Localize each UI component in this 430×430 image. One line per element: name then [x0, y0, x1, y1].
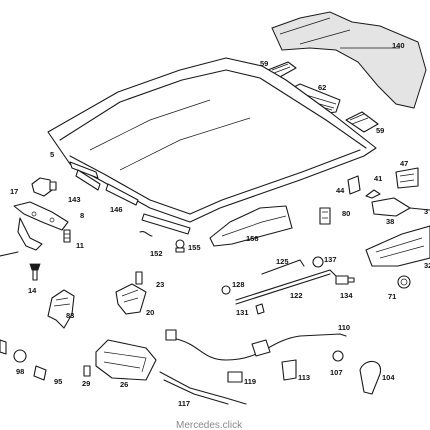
part-117-cable[interactable]: [159, 371, 247, 405]
label-95: 95: [54, 377, 62, 386]
part-5-hood[interactable]: [47, 57, 377, 223]
part-113-clip[interactable]: [281, 359, 297, 381]
label-80: 80: [342, 209, 350, 218]
label-104: 104: [382, 373, 395, 382]
part-44-clip[interactable]: [347, 175, 361, 195]
part-80-clip[interactable]: [319, 207, 331, 225]
part-128-clip[interactable]: [221, 285, 231, 295]
part-83-striker[interactable]: [47, 289, 75, 329]
label-23: 23: [156, 280, 164, 289]
part-146-seal[interactable]: [105, 183, 139, 206]
label-44: 44: [336, 186, 345, 195]
part-14-screw[interactable]: [29, 263, 41, 281]
part-110-release-cable[interactable]: [165, 329, 347, 361]
part-155-plug[interactable]: [175, 239, 185, 253]
label-117: 117: [178, 399, 190, 408]
part-17-hinge[interactable]: [31, 177, 57, 197]
label-5: 5: [50, 150, 54, 159]
part-29-screw[interactable]: [83, 365, 91, 377]
part-152-strip[interactable]: [139, 213, 191, 237]
part-47-latch[interactable]: [395, 167, 419, 189]
label-143: 143: [68, 195, 81, 204]
label-128: 128: [232, 280, 245, 289]
label-146: 146: [110, 205, 123, 214]
label-59-right: 59: [376, 126, 384, 135]
part-140-hood-insulation[interactable]: [271, 11, 427, 109]
label-107: 107: [330, 368, 343, 377]
label-62: 62: [318, 83, 326, 92]
label-83: 83: [66, 311, 74, 320]
part-119-clip[interactable]: [227, 371, 243, 383]
part-95-cap[interactable]: [33, 365, 47, 381]
part-134-bolt[interactable]: [335, 275, 355, 285]
label-71: 71: [388, 292, 396, 301]
label-137: 137: [324, 255, 337, 264]
label-32: 32: [424, 261, 430, 270]
part-41-spring[interactable]: [365, 189, 381, 199]
part-98-cap[interactable]: [13, 349, 27, 363]
part-107-bolt[interactable]: [332, 350, 344, 362]
label-131: 131: [236, 308, 249, 317]
label-14: 14: [28, 286, 37, 295]
label-119: 119: [244, 377, 256, 386]
label-122: 122: [290, 291, 303, 300]
part-59-washer-nozzle-right[interactable]: [345, 111, 379, 133]
label-134: 134: [340, 291, 353, 300]
label-152: 152: [150, 249, 163, 258]
part-23-bolt[interactable]: [135, 271, 143, 285]
label-41: 41: [374, 174, 382, 183]
watermark-text: Mercedes.click: [176, 420, 243, 430]
label-59-left: 59: [260, 59, 268, 68]
part-104-handle[interactable]: [359, 360, 382, 395]
part-137-nut[interactable]: [312, 256, 324, 268]
label-98: 98: [16, 367, 24, 376]
part-partial-left[interactable]: [0, 339, 7, 355]
part-71-grommet[interactable]: [397, 275, 411, 289]
label-11: 11: [76, 241, 84, 250]
label-158: 158: [246, 234, 259, 243]
part-131-clip[interactable]: [255, 303, 265, 315]
part-38-latch-plate[interactable]: [371, 197, 430, 217]
label-125: 125: [276, 257, 289, 266]
label-8: 8: [80, 211, 84, 220]
part-11-bolt[interactable]: [63, 229, 71, 243]
label-26: 26: [120, 380, 128, 389]
label-155: 155: [188, 243, 201, 252]
part-143-seal[interactable]: [69, 161, 101, 191]
label-17: 17: [10, 187, 18, 196]
label-140: 140: [392, 41, 405, 50]
part-20-bracket[interactable]: [115, 283, 147, 315]
part-26-latch-housing[interactable]: [95, 339, 157, 381]
part-122-release-rod[interactable]: [235, 269, 337, 305]
label-110: 110: [338, 323, 350, 332]
label-3: 3: [424, 207, 428, 216]
label-20: 20: [146, 308, 154, 317]
label-38: 38: [386, 217, 394, 226]
part-125-rod[interactable]: [261, 259, 305, 275]
part-3-lever[interactable]: [365, 225, 430, 267]
label-47: 47: [400, 159, 408, 168]
part-158-bracket[interactable]: [209, 205, 293, 247]
label-29: 29: [82, 379, 90, 388]
label-113: 113: [298, 373, 310, 382]
part-8-hinge-bracket[interactable]: [0, 201, 69, 257]
